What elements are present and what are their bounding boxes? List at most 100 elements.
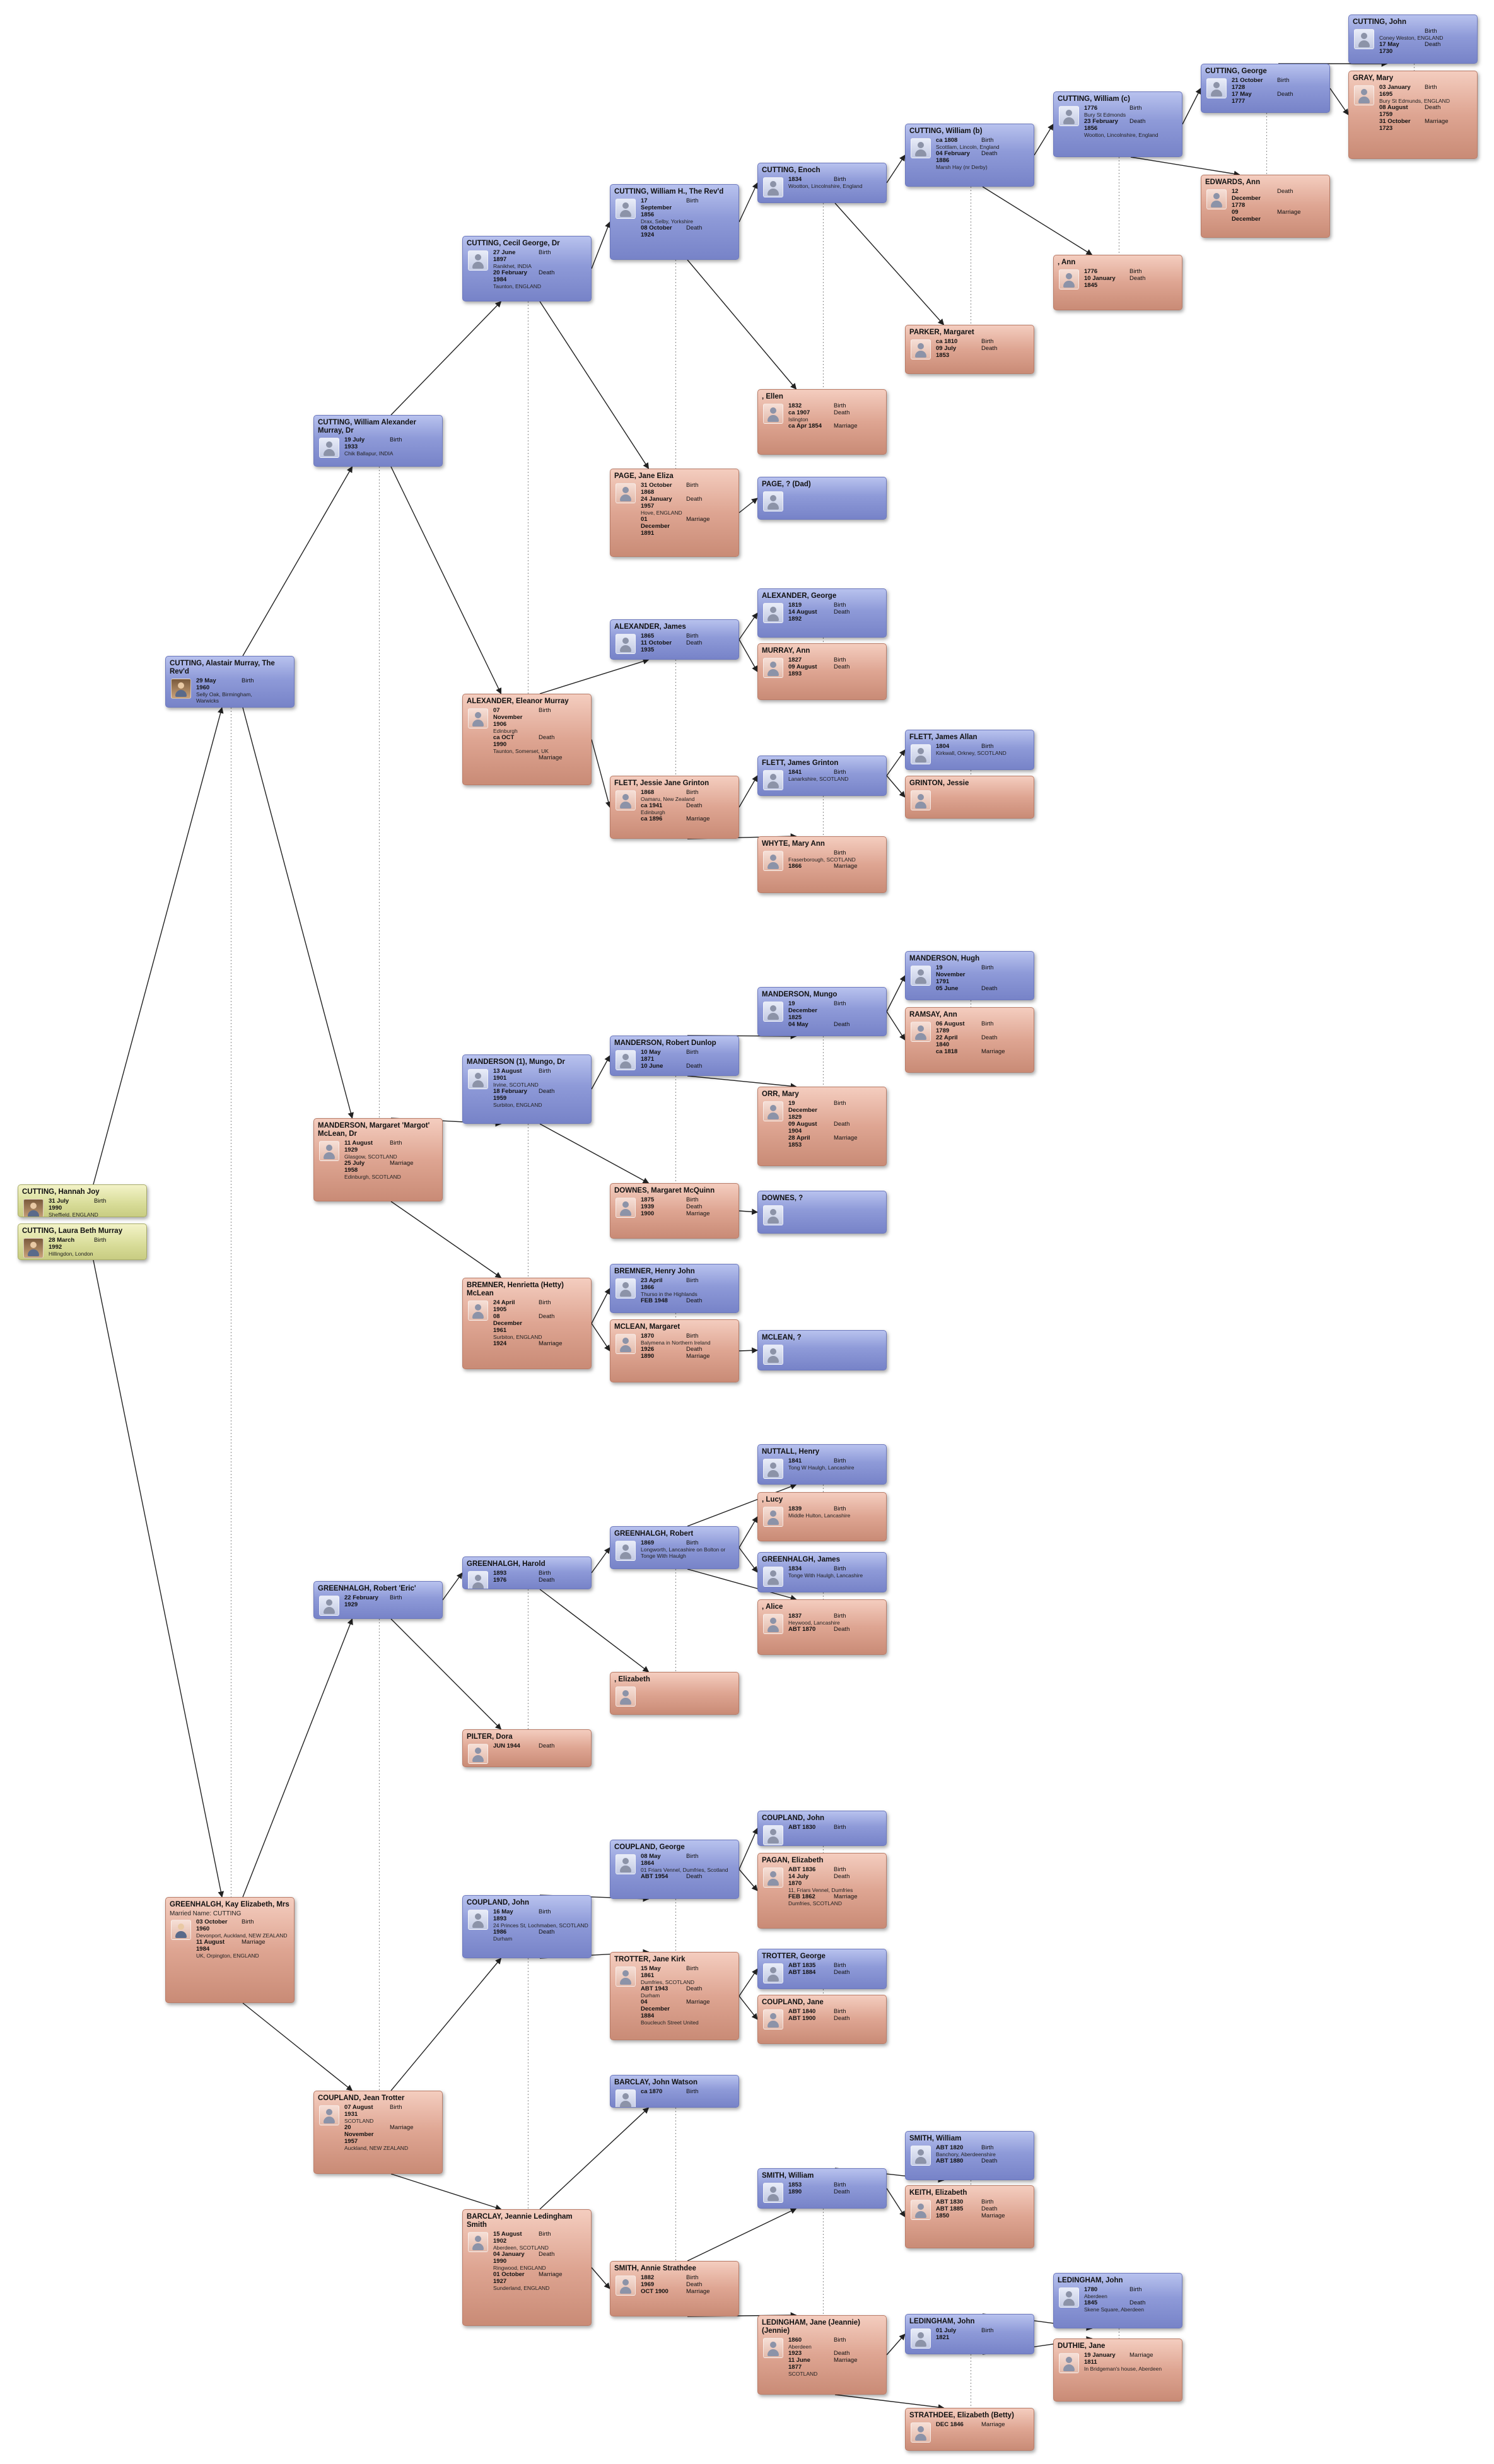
person-box-mclean[interactable]: MCLEAN, ? [757, 1330, 887, 1370]
event-type: Death [686, 639, 703, 646]
person-box-elizabeth-g[interactable]: , Elizabeth [610, 1672, 739, 1715]
person-name: SMITH, Annie Strathdee [614, 2265, 696, 2272]
event-type: Birth [539, 2231, 551, 2238]
person-box-downes[interactable]: DOWNES, ? [757, 1191, 887, 1234]
person-box-jessie-g[interactable]: GRINTON, Jessie [905, 776, 1034, 819]
person-box-page-dad[interactable]: PAGE, ? (Dad) [757, 477, 887, 520]
parent-arrow [390, 1618, 502, 1730]
event-type: Birth [242, 677, 254, 684]
event-date: 1695 [1379, 91, 1393, 98]
event-type: Birth [390, 2104, 402, 2111]
event-type: Birth [686, 1277, 699, 1284]
event-place: Middle Hulton, Lancashire [788, 1512, 851, 1519]
person-silhouette-icon [468, 1571, 488, 1589]
event-type: Birth [1425, 28, 1437, 35]
event-date: December [788, 1007, 817, 1014]
event-date: 1959 [493, 1095, 507, 1102]
event-place: Banchory, Aberdeenshire [936, 2151, 996, 2157]
parent-arrow [539, 658, 650, 694]
event-type: Marriage [834, 1135, 858, 1141]
event-date: December [1232, 195, 1261, 202]
event-date: 1837 [788, 1613, 802, 1620]
event-type: Birth [834, 769, 846, 776]
event-type: Birth [686, 197, 699, 204]
person-silhouette-icon [763, 2338, 783, 2358]
event-date: JUN 1944 [493, 1743, 520, 1749]
event-type [834, 670, 884, 677]
